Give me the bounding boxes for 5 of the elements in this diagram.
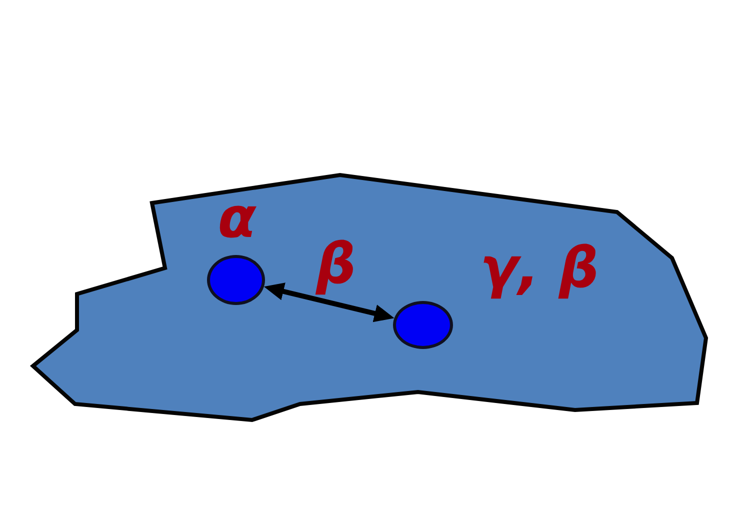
- symbol-label: α: [218, 191, 256, 247]
- region-shape: [28, 171, 710, 424]
- edge-label: β: [316, 237, 356, 293]
- symbol-label: γ, β: [480, 241, 599, 297]
- double-headed-arrow: [264, 282, 394, 322]
